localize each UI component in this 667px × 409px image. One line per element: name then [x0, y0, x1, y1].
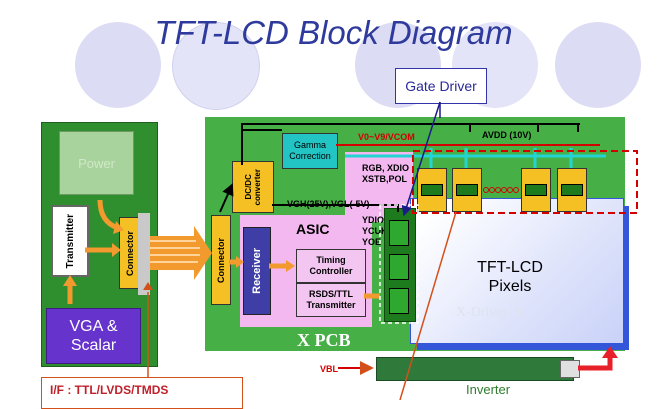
decor-circle-5 [555, 22, 641, 108]
rgb-xdio-label: RGB, XDIO XSTB,POL [362, 163, 410, 184]
gate-driver-chip-3 [389, 288, 409, 314]
timing-controller-block: Timing Controller [296, 249, 366, 283]
source-driver-ic-2 [456, 184, 478, 196]
power-block: Power [59, 131, 134, 195]
backlight-arrow [578, 356, 613, 371]
x-driver-ic-label: X-Driver IC [456, 305, 529, 320]
decor-circle-2 [172, 22, 260, 110]
gamma-feed-line [241, 129, 282, 165]
receiver-block: Receiver [243, 227, 271, 315]
transmitter-arrow-head [112, 243, 121, 257]
timing-controller-label: Timing Controller [309, 255, 353, 276]
left-connector-shadow [138, 213, 150, 295]
vga-up-arrow-head [63, 275, 77, 286]
power-arrow [97, 199, 119, 231]
source-driver-ic-3 [525, 184, 547, 196]
gate-driver-label: Gate Driver [395, 68, 487, 104]
vga-scalar-block: VGA & Scalar [46, 308, 141, 364]
chip-chain-dots [483, 187, 519, 193]
gate-driver-text: Gate Driver [405, 78, 477, 94]
avdd-bus [241, 123, 580, 130]
rsds-transmitter-label: RSDS/TTL Transmitter [306, 289, 356, 310]
interface-label: I/F : TTL/LVDS/TMDS [50, 383, 169, 397]
x-driver-dashed-outline [412, 150, 638, 214]
ydio-label: YDIO YCUK YOE [362, 215, 388, 247]
rsds-transmitter-block: RSDS/TTL Transmitter [296, 283, 366, 317]
inverter-board [376, 357, 574, 381]
asic-title: ASIC [296, 221, 330, 237]
tft-lcd-pixels-label: TFT-LCD Pixels [477, 259, 543, 295]
gate-driver-chip-2 [389, 254, 409, 280]
tft-lcd-panel [410, 198, 624, 344]
source-driver-ic-1 [421, 184, 443, 196]
source-driver-ic-4 [561, 184, 583, 196]
transmitter-block: Transmitter [51, 205, 89, 277]
receiver-timing-head [286, 260, 295, 272]
dcdc-in-arrow [219, 183, 234, 213]
wiring-overlay [63, 101, 638, 400]
connector-receiver-head [236, 256, 244, 268]
vgh-line [272, 204, 399, 212]
interface-callout-head [143, 282, 153, 290]
avdd-label: AVDD (10V) [482, 130, 532, 140]
decor-circle-1 [75, 22, 161, 108]
gate-driver-dashed-outline [379, 204, 419, 324]
x-driver-callout [399, 211, 457, 400]
gamma-correction-block: Gamma Correction [282, 133, 338, 169]
vga-scalar-label: VGA & Scalar [69, 318, 118, 354]
v0-v9-vcom-label: V0~V9/VCOM [358, 132, 415, 142]
inverter-label: Inverter [466, 382, 511, 397]
x-pcb-label: X PCB [297, 330, 351, 350]
gamma-correction-label: Gamma Correction [289, 140, 331, 161]
power-arrow-head [113, 221, 124, 234]
page-title: TFT-LCD Block Diagram [154, 14, 513, 51]
backlight-arrow-head [602, 346, 618, 358]
interface-arrow [150, 226, 212, 280]
power-label: Power [78, 155, 115, 171]
gate-driver-chip-1 [389, 220, 409, 246]
vbl-label: VBL [320, 364, 338, 374]
gate-driver-callout [401, 101, 441, 217]
